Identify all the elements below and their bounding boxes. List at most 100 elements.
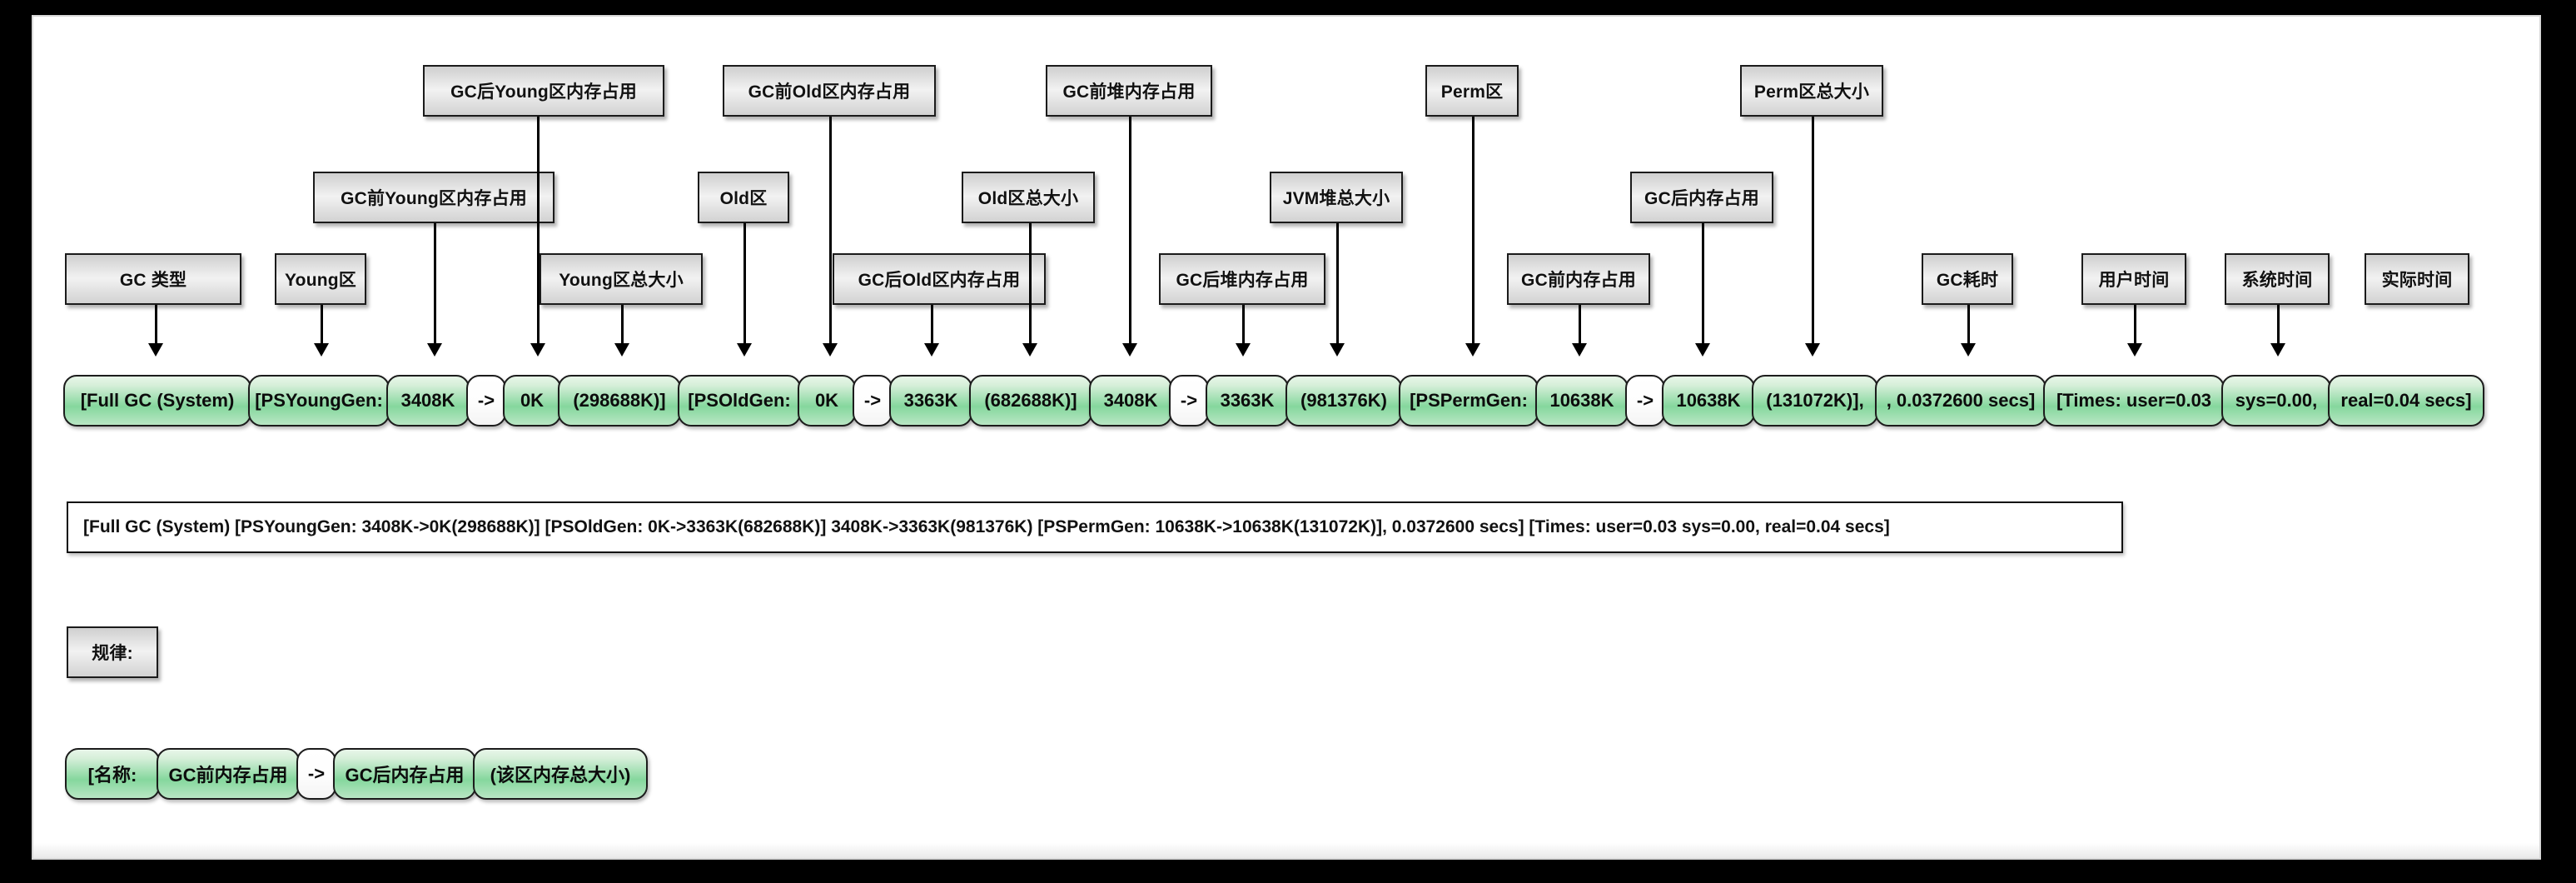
gc-pattern-legend-bar: [名称:GC前内存占用->GC后内存占用(该区内存总大小) (65, 748, 648, 800)
gc-log-token[interactable]: [PSOldGen: (678, 375, 801, 427)
gc-log-token[interactable]: real=0.04 secs] (2328, 375, 2484, 427)
legend-token[interactable]: GC后内存占用 (333, 748, 476, 800)
annotation-label-text: JVM堆总大小 (1282, 189, 1390, 208)
annotation-label: JVM堆总大小 (1270, 172, 1403, 223)
connector-line (1472, 117, 1474, 345)
gc-log-token[interactable]: [PSPermGen: (1399, 375, 1539, 427)
gc-log-token[interactable]: (682688K)] (969, 375, 1092, 427)
connector-arrowhead (1122, 343, 1137, 357)
connector-line (1702, 223, 1704, 345)
annotation-label: Young区总大小 (540, 253, 703, 305)
gc-log-arrow-token[interactable]: -> (853, 375, 893, 427)
connector-line (1029, 223, 1032, 345)
gc-log-token[interactable]: [Full GC (System) (63, 375, 251, 427)
connector-line (1812, 117, 1814, 345)
gc-log-token[interactable]: 0K (503, 375, 561, 427)
gc-log-token[interactable]: 3363K (889, 375, 972, 427)
annotation-label: GC后内存占用 (1630, 172, 1773, 223)
connector-arrowhead (2270, 343, 2285, 357)
annotation-label: GC前Young区内存占用 (313, 172, 554, 223)
gc-log-token[interactable]: 10638K (1535, 375, 1629, 427)
connector-arrowhead (314, 343, 329, 357)
connector-line (155, 305, 157, 345)
diagram-canvas: GC 类型 Young区 GC前Young区内存占用 GC后Young区内存占用 You… (33, 17, 2539, 858)
connector-line (1579, 305, 1581, 345)
annotation-label: 用户时间 (2081, 253, 2186, 305)
annotation-label: GC前堆内存占用 (1046, 65, 1212, 117)
legend-token[interactable]: (该区内存总大小) (473, 748, 648, 800)
annotation-label: 实际时间 (2365, 253, 2469, 305)
annotation-label-text: Perm区总大小 (1753, 82, 1870, 102)
gc-log-token[interactable]: sys=0.00, (2221, 375, 2331, 427)
annotation-label-text: 实际时间 (2381, 271, 2453, 290)
connector-line (931, 305, 933, 345)
connector-arrowhead (737, 343, 752, 357)
annotation-label: 系统时间 (2225, 253, 2330, 305)
annotation-label-text: GC 类型 (119, 271, 187, 290)
annotation-label: GC后Old区内存占用 (833, 253, 1046, 305)
gc-log-token[interactable]: 3363K (1206, 375, 1289, 427)
connector-line (1336, 223, 1339, 345)
connector-arrowhead (1465, 343, 1480, 357)
annotation-label: GC耗时 (1922, 253, 2013, 305)
gc-log-token[interactable]: 10638K (1662, 375, 1755, 427)
annotation-label: GC后Young区内存占用 (423, 65, 664, 117)
gc-log-token[interactable]: 3408K (386, 375, 470, 427)
connector-line (1967, 305, 1970, 345)
annotation-label: Young区 (275, 253, 366, 305)
annotation-label-text: 系统时间 (2241, 271, 2313, 290)
connector-arrowhead (1330, 343, 1345, 357)
annotation-label-text: GC后Old区内存占用 (858, 271, 1021, 290)
connector-arrowhead (1805, 343, 1820, 357)
rule-label: 规律: (67, 626, 158, 678)
gc-log-arrow-token[interactable]: -> (1169, 375, 1209, 427)
annotation-label: GC前内存占用 (1507, 253, 1650, 305)
gc-log-token[interactable]: , 0.0372600 secs] (1875, 375, 2046, 427)
gc-log-token[interactable]: (981376K) (1286, 375, 1402, 427)
connector-arrowhead (1961, 343, 1976, 357)
annotation-label-text: GC前Old区内存占用 (748, 82, 911, 102)
connector-arrowhead (924, 343, 939, 357)
annotation-label: GC前Old区内存占用 (723, 65, 936, 117)
annotation-label-text: Old区 (719, 189, 768, 208)
connector-line (621, 305, 624, 345)
gc-log-arrow-token[interactable]: -> (1625, 375, 1665, 427)
connector-line (2277, 305, 2280, 345)
legend-token[interactable]: [名称: (65, 748, 160, 800)
annotation-label: GC后堆内存占用 (1159, 253, 1325, 305)
connector-arrowhead (148, 343, 163, 357)
connector-line (1129, 117, 1131, 345)
connector-line (321, 305, 323, 345)
annotation-label-text: GC前堆内存占用 (1062, 82, 1196, 102)
connector-arrowhead (2127, 343, 2142, 357)
annotation-label-text: GC后Young区内存占用 (450, 82, 637, 102)
connector-arrowhead (1236, 343, 1251, 357)
annotation-label-text: Old区总大小 (977, 189, 1079, 208)
annotation-label-text: Young区 (285, 271, 356, 290)
annotation-label-text: GC耗时 (1936, 271, 1999, 290)
annotation-label: Perm区总大小 (1740, 65, 1883, 117)
annotation-label-text: 用户时间 (2098, 271, 2170, 290)
gc-log-token[interactable]: 0K (798, 375, 856, 427)
connector-arrowhead (530, 343, 545, 357)
gc-log-token-bar: [Full GC (System)[PSYoungGen:3408K->0K(2… (63, 375, 2484, 427)
gc-log-arrow-token[interactable]: -> (466, 375, 506, 427)
connector-line (1242, 305, 1245, 345)
gc-log-token[interactable]: [Times: user=0.03 (2043, 375, 2225, 427)
annotation-label-text: GC前内存占用 (1521, 271, 1636, 290)
connector-line (2134, 305, 2136, 345)
annotation-label: Old区总大小 (962, 172, 1095, 223)
gc-log-token[interactable]: (298688K)] (558, 375, 681, 427)
connector-arrowhead (427, 343, 442, 357)
annotation-label: GC 类型 (65, 253, 241, 305)
connector-arrowhead (1022, 343, 1037, 357)
gc-log-token[interactable]: (131072K)], (1752, 375, 1878, 427)
legend-arrow-token[interactable]: -> (296, 748, 336, 800)
connector-arrowhead (1695, 343, 1710, 357)
annotation-label-text: GC前Young区内存占用 (341, 189, 527, 208)
gc-log-token[interactable]: [PSYoungGen: (248, 375, 390, 427)
legend-token[interactable]: GC前内存占用 (157, 748, 300, 800)
gc-log-token[interactable]: 3408K (1089, 375, 1172, 427)
connector-arrowhead (1572, 343, 1587, 357)
